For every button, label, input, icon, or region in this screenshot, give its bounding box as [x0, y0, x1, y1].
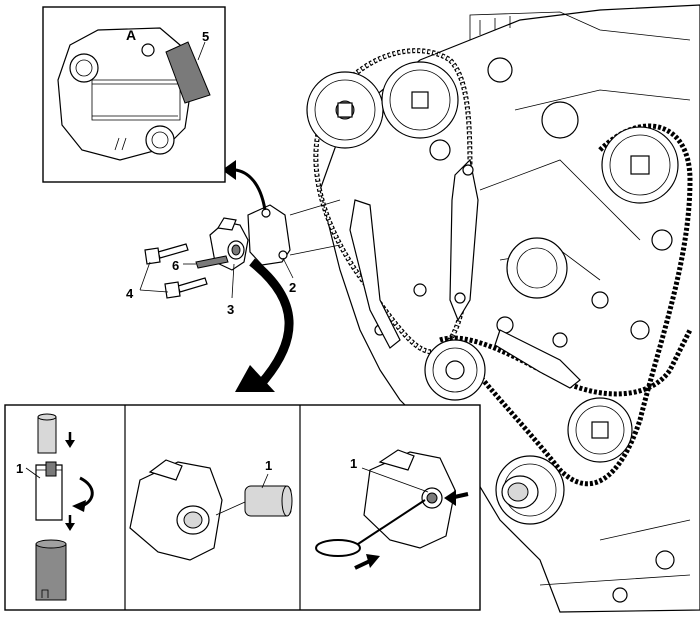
callout-6: 6 [172, 258, 179, 273]
curved-arrow-to-steps [235, 258, 294, 392]
curved-arrow-to-inset [222, 160, 267, 211]
inset-letter-a: A [126, 27, 136, 43]
timing-chain-left [313, 48, 473, 355]
step3-callout-1: 1 [350, 456, 357, 471]
step1-pin-removal [25, 413, 94, 601]
intermediate-sprocket [424, 339, 486, 401]
callout-5: 5 [202, 29, 209, 44]
tensioner-pin [195, 255, 229, 269]
chain-guide [349, 158, 581, 389]
timing-chain-right [457, 123, 693, 487]
callout-3: 3 [227, 302, 234, 317]
inset-leader-5 [197, 41, 206, 61]
left-intake-cam-sprocket [306, 71, 384, 149]
idler-sprocket [567, 397, 633, 463]
step2-callout-1: 1 [265, 458, 272, 473]
tensioner-bolt-upper [144, 243, 189, 265]
step2-plunger-install [129, 459, 293, 561]
left-exhaust-cam-sprocket [381, 61, 459, 139]
step3-retaining-pin [315, 449, 469, 570]
callout-2: 2 [289, 280, 296, 295]
tensioner-gasket [247, 199, 341, 266]
callout-leaders [139, 257, 294, 299]
callout-4: 4 [126, 286, 134, 301]
step1-callout-1: 1 [16, 461, 23, 476]
crankshaft-sprocket [495, 455, 565, 525]
tensioner-bolt-lower [164, 277, 208, 299]
right-cam-sprocket [601, 126, 679, 204]
inset-panel [42, 6, 226, 183]
